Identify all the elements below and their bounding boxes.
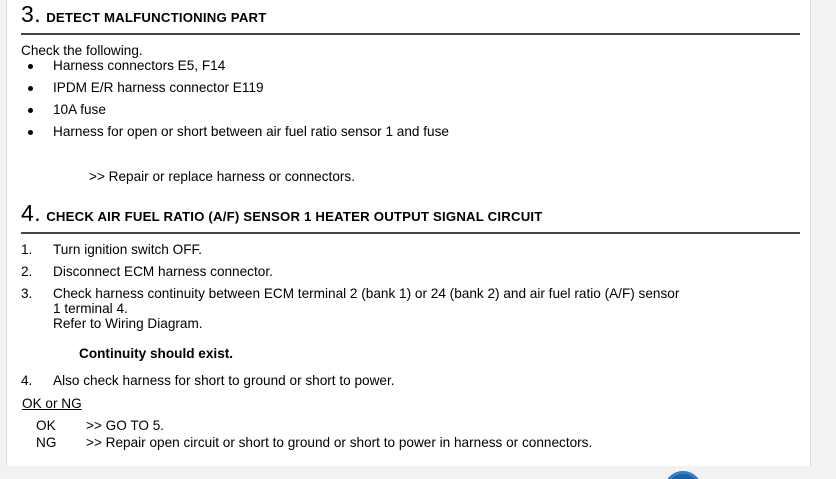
result-ok-code: OK [36,418,56,433]
step-4-item-2-number: 2. [21,264,33,279]
result-label: OK or NG [22,396,82,411]
step-4-item-3-text-line-3: Refer to Wiring Diagram. [53,316,203,331]
document-content: 3. DETECT MALFUNCTIONING PART Check the f… [7,0,810,466]
result-ng-code: NG [36,435,57,450]
document-panel: 3. DETECT MALFUNCTIONING PART Check the f… [6,0,811,466]
bullet-marker [28,108,33,113]
step-3-heading: 3. DETECT MALFUNCTIONING PART [21,3,801,27]
step-4-title: CHECK AIR FUEL RATIO (A/F) SENSOR 1 HEAT… [46,209,543,224]
step-3-bullet-4: Harness for open or short between air fu… [53,124,449,139]
step-4-item-3-number: 3. [21,286,33,301]
step-4-item-1-text: Turn ignition switch OFF. [53,242,203,257]
step-4-item-2-text: Disconnect ECM harness connector. [53,264,273,279]
result-ok-action: >> GO TO 5. [86,418,165,433]
step-4-heading: 4. CHECK AIR FUEL RATIO (A/F) SENSOR 1 HE… [21,202,801,226]
step-4-number: 4. [21,200,42,226]
step-3-bullet-2: IPDM E/R harness connector E119 [53,80,264,95]
step-3-bullet-3: 10A fuse [53,102,106,117]
scroll-to-top-button[interactable] [664,471,702,479]
step-3-number: 3. [21,1,42,27]
step-4-item-3-text-line-1: Check harness continuity between ECM ter… [53,286,680,301]
step-3-intro: Check the following. [21,43,143,58]
bullet-marker [28,86,33,91]
step-3-title: DETECT MALFUNCTIONING PART [46,10,267,25]
result-ng-action: >> Repair open circuit or short to groun… [86,435,593,450]
step-3-rule [21,33,800,35]
step-4-item-3-text-line-2: 1 terminal 4. [53,301,128,316]
bullet-marker [28,64,33,69]
step-3-bullet-1: Harness connectors E5, F14 [53,58,226,73]
step-4-item-4-text: Also check harness for short to ground o… [53,373,395,388]
step-4-item-4-number: 4. [21,373,33,388]
bullet-marker [28,130,33,135]
step-4-rule [21,232,800,234]
step-4-item-1-number: 1. [21,242,33,257]
step-4-specification: Continuity should exist. [79,346,234,361]
step-3-action: >> Repair or replace harness or connecto… [89,169,355,184]
